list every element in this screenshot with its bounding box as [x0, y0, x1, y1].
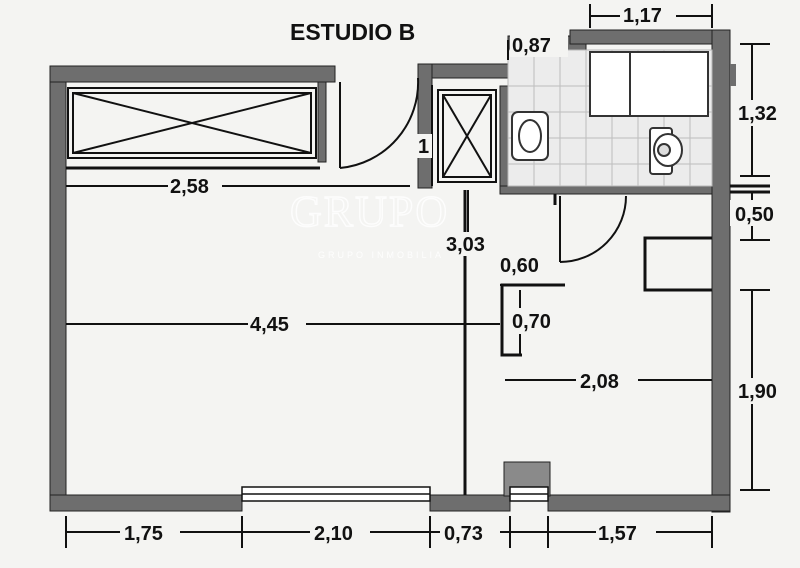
- dim-closet-1: 1: [418, 136, 429, 158]
- dim-niche-0-70: 0,70: [512, 311, 551, 333]
- dim-bottom-2-10: 2,10: [314, 523, 353, 545]
- toilet-icon: [649, 127, 683, 175]
- watermark-brand: GRUPO: [290, 187, 449, 236]
- dim-right-1-32: 1,32: [738, 103, 777, 125]
- dim-bottom-1-57: 1,57: [598, 523, 637, 545]
- shower-icon: [589, 51, 709, 117]
- dim-hall-3-03: 3,03: [446, 234, 485, 256]
- wall-detail: [730, 64, 736, 86]
- dim-bottom-1-75: 1,75: [124, 523, 163, 545]
- dimension-labels: 1,17 0,87 1,32 0,50 1,90 2,58 1 3,03 0,6…: [120, 3, 790, 546]
- window: [241, 486, 549, 502]
- dim-niche-0-60: 0,60: [500, 255, 539, 277]
- dim-bottom-0-73: 0,73: [444, 523, 483, 545]
- dim-right-1-90: 1,90: [738, 381, 777, 403]
- entrance-door: [339, 77, 420, 169]
- kitchen-counter: [67, 87, 317, 159]
- bathroom-door: [559, 195, 627, 263]
- dim-kitchen-2-58: 2,58: [170, 176, 209, 198]
- dim-room-2-08: 2,08: [580, 371, 619, 393]
- dim-top-0-87: 0,87: [512, 35, 551, 57]
- plan-title: ESTUDIO B: [290, 19, 415, 45]
- watermark-tagline: GRUPO INMOBILIA: [318, 250, 444, 260]
- dim-top-1-17: 1,17: [623, 5, 662, 27]
- closet-box: [437, 89, 497, 183]
- sink-icon: [511, 111, 549, 161]
- dim-room-4-45: 4,45: [250, 314, 289, 336]
- dim-right-0-50: 0,50: [735, 204, 774, 226]
